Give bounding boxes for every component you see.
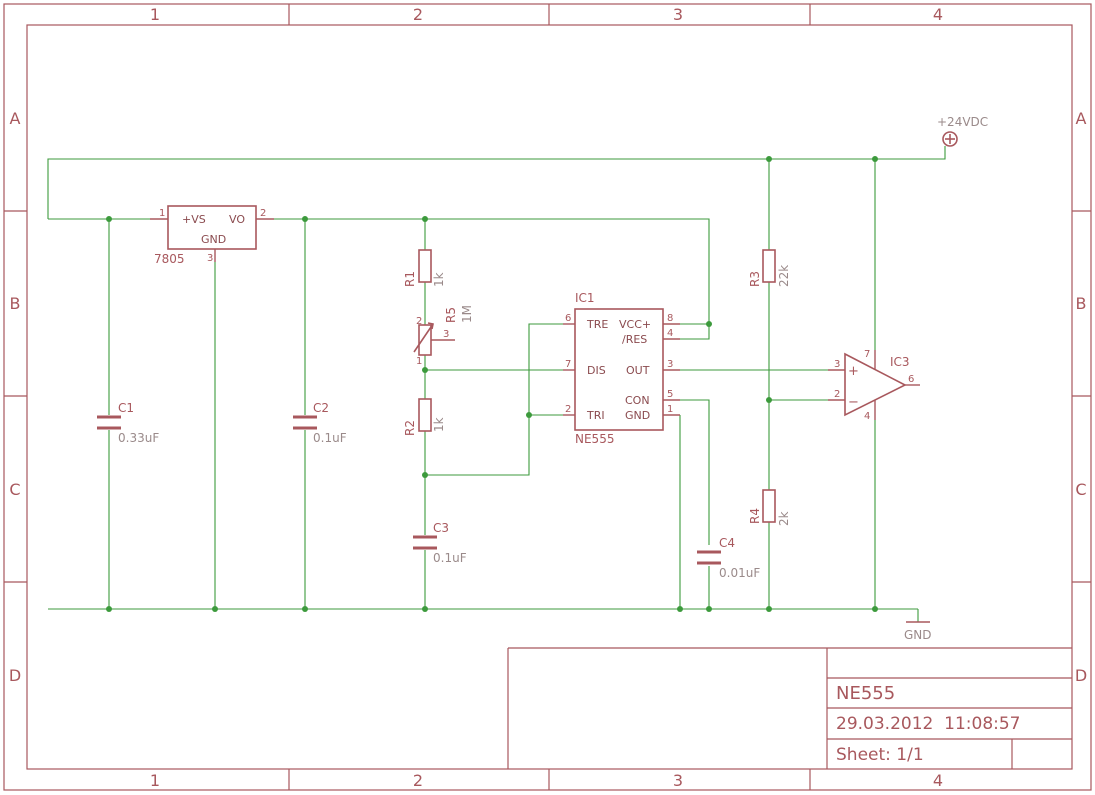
timer-pin7-number: 7: [565, 359, 571, 370]
resistor-r2-value: 1k: [432, 417, 446, 432]
timer-ic1-symbol: [563, 308, 680, 431]
title-block: [507, 647, 1072, 769]
capacitor-c1-symbol: [97, 415, 121, 430]
zone-row-c-left: C: [9, 480, 20, 499]
resistor-r3-name: R3: [748, 271, 762, 287]
timer-pin6-number: 6: [565, 313, 571, 324]
resistor-r4-value: 2k: [777, 511, 791, 526]
opamp-pin3-number: 3: [834, 359, 840, 370]
resistor-r1-value: 1k: [432, 272, 446, 287]
zone-row-d-left: D: [9, 666, 21, 685]
resistor-r2-name: R2: [403, 420, 417, 436]
zone-row-a-right: A: [1076, 109, 1087, 128]
capacitor-c4-symbol: [697, 550, 721, 565]
regulator-pin1-number: 1: [159, 208, 165, 219]
supply-label: +24VDC: [937, 115, 988, 129]
regulator-7805: [150, 205, 274, 262]
opamp-plus-sign: +: [848, 364, 859, 379]
zone-col-2-top: 2: [413, 5, 423, 24]
capacitor-c2-symbol: [293, 415, 317, 430]
capacitor-c4-value: 0.01uF: [719, 566, 760, 580]
capacitor-c2-name: C2: [313, 401, 329, 415]
zone-row-c-right: C: [1075, 480, 1086, 499]
opamp-ic3-symbol: [828, 350, 920, 420]
title-block-datetime: 29.03.2012 11:08:57: [836, 714, 1021, 734]
timer-pin5-number: 5: [667, 389, 673, 400]
ground-label: GND: [904, 628, 932, 642]
regulator-pin2-number: 2: [260, 208, 266, 219]
resistor-r1-name: R1: [403, 271, 417, 287]
timer-pin8-number: 8: [667, 313, 673, 324]
zone-col-3-top: 3: [673, 5, 683, 24]
timer-pin-tre: TRE: [586, 318, 608, 331]
timer-pin3-number: 3: [667, 359, 673, 370]
wires: [47, 146, 946, 622]
regulator-pin-gnd: GND: [201, 233, 226, 246]
zone-col-1-top: 1: [150, 5, 160, 24]
zone-row-b-left: B: [10, 294, 21, 313]
title-block-title: NE555: [836, 683, 895, 704]
opamp-ic3-name: IC3: [890, 355, 910, 369]
resistor-r4-name: R4: [748, 508, 762, 524]
timer-ic1-part: NE555: [575, 432, 614, 446]
supply-symbol: [942, 131, 958, 147]
opamp-pin7-number: 7: [864, 349, 870, 360]
resistor-r4-symbol: [762, 489, 776, 523]
timer-pin-tri: TRI: [586, 409, 605, 422]
potentiometer-r5-pin2: 2: [416, 316, 422, 327]
potentiometer-r5-symbol: [413, 322, 455, 356]
resistor-r3-symbol: [762, 249, 776, 283]
timer-pin-res: /RES: [622, 333, 647, 346]
capacitor-c3-value: 0.1uF: [433, 551, 467, 565]
timer-pin1-number: 1: [667, 404, 673, 415]
zone-col-4-top: 4: [933, 5, 943, 24]
zone-col-1-bottom: 1: [150, 771, 160, 790]
zone-col-4-bottom: 4: [933, 771, 943, 790]
zone-col-2-bottom: 2: [413, 771, 423, 790]
zone-col-3-bottom: 3: [673, 771, 683, 790]
timer-pin-vcc: VCC+: [619, 318, 651, 331]
timer-pin2-number: 2: [565, 404, 571, 415]
timer-pin-out: OUT: [626, 364, 650, 377]
timer-pin-gnd: GND: [625, 409, 650, 422]
timer-ic1-name: IC1: [575, 291, 595, 305]
regulator-pin-vs: +VS: [182, 213, 206, 226]
potentiometer-r5-value: 1M: [460, 305, 474, 323]
regulator-pin3-number: 3: [207, 253, 213, 264]
potentiometer-r5-pin3: 3: [443, 329, 449, 340]
regulator-pin-vo: VO: [229, 213, 245, 226]
opamp-pin2-number: 2: [834, 389, 840, 400]
zone-row-a-left: A: [10, 109, 21, 128]
junctions: [106, 156, 878, 612]
potentiometer-r5-name: R5: [444, 307, 458, 323]
resistor-r2-symbol: [418, 398, 432, 432]
title-block-sheet: Sheet: 1/1: [836, 745, 924, 765]
resistor-r1-symbol: [418, 249, 432, 283]
capacitor-c1-value: 0.33uF: [118, 431, 159, 445]
timer-pin4-number: 4: [667, 328, 673, 339]
resistor-r3-value: 22k: [777, 265, 791, 287]
potentiometer-r5-pin1: 1: [416, 356, 422, 367]
opamp-minus-sign: −: [848, 395, 859, 410]
opamp-pin4-number: 4: [864, 411, 870, 422]
capacitor-c3-name: C3: [433, 521, 449, 535]
timer-pin-dis: DIS: [587, 364, 606, 377]
capacitor-c2-value: 0.1uF: [313, 431, 347, 445]
zone-row-d-right: D: [1075, 666, 1087, 685]
capacitor-c3-symbol: [413, 535, 437, 550]
timer-pin-con: CON: [625, 394, 650, 407]
capacitor-c1-name: C1: [118, 401, 134, 415]
zone-row-b-right: B: [1076, 294, 1087, 313]
capacitor-c4-name: C4: [719, 536, 735, 550]
drawing-frame: [3, 3, 1092, 791]
regulator-name: 7805: [154, 252, 185, 266]
opamp-pin6-number: 6: [908, 374, 914, 385]
